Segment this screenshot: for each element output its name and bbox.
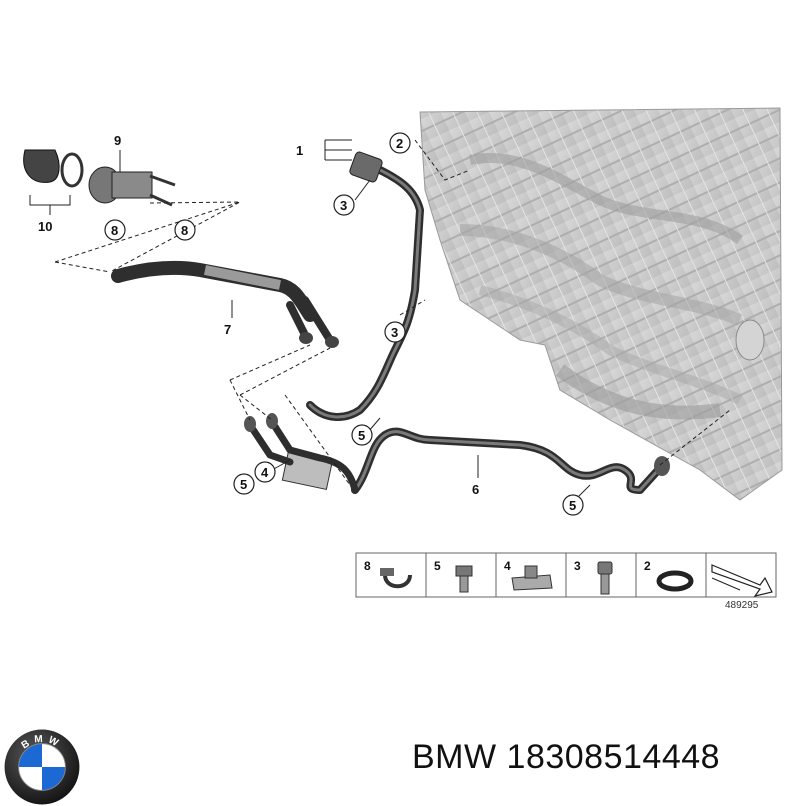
- legend-item-5: 5: [434, 559, 441, 573]
- callout-9: 9: [114, 133, 121, 148]
- screw-icon: [597, 561, 613, 595]
- o-ring-icon: [656, 570, 694, 592]
- hose-1: [306, 151, 424, 421]
- leader-lines: [29, 139, 591, 501]
- brand-part-label: BMW 18308514448: [412, 738, 720, 777]
- hose-7: [111, 260, 339, 348]
- part-9-sensor: [88, 166, 176, 207]
- svg-text:2: 2: [396, 136, 403, 151]
- svg-text:8: 8: [181, 223, 188, 238]
- callout-1: 1: [296, 143, 303, 158]
- dashed-lines: [54, 139, 731, 486]
- arrow-icon: [711, 564, 773, 597]
- legend-item-4: 4: [504, 559, 511, 573]
- engine-block: [419, 107, 783, 501]
- callout-bubble-5: 5: [562, 494, 584, 516]
- svg-text:3: 3: [340, 198, 347, 213]
- clip-nut-icon: [511, 565, 553, 591]
- bmw-logo-icon: BMW: [4, 729, 80, 805]
- callout-bubble-4: 4: [254, 461, 276, 483]
- callout-7: 7: [224, 322, 231, 337]
- hose-6: [351, 427, 670, 494]
- svg-text:4: 4: [261, 465, 269, 480]
- callout-bubble-3: 3: [333, 194, 355, 216]
- callout-bubble-3: 3: [384, 321, 406, 343]
- callout-6: 6: [472, 482, 479, 497]
- callout-bubble-2: 2: [389, 132, 411, 154]
- callout-bubble-8: 8: [104, 219, 126, 241]
- svg-text:8: 8: [111, 223, 118, 238]
- part-number: 18308514448: [506, 738, 721, 776]
- bracket-4: [244, 413, 359, 494]
- callout-bubble-5: 5: [233, 473, 255, 495]
- part-10-clamp: [23, 149, 84, 188]
- legend-item-3: 3: [574, 559, 581, 573]
- svg-text:5: 5: [358, 428, 365, 443]
- fastener-legend: 8 5 4 3 2 4: [355, 552, 777, 611]
- svg-text:5: 5: [240, 477, 247, 492]
- callout-10: 10: [38, 219, 52, 234]
- clamp-icon: [380, 568, 412, 589]
- legend-item-2: 2: [644, 559, 651, 573]
- legend-item-8: 8: [364, 559, 371, 573]
- bolt-icon: [455, 565, 473, 593]
- brand-name: BMW: [412, 738, 497, 776]
- callout-bubble-5: 5: [351, 424, 373, 446]
- svg-text:5: 5: [569, 498, 576, 513]
- svg-text:3: 3: [391, 325, 398, 340]
- callout-bubble-8: 8: [174, 219, 196, 241]
- reference-number: 489295: [725, 600, 759, 611]
